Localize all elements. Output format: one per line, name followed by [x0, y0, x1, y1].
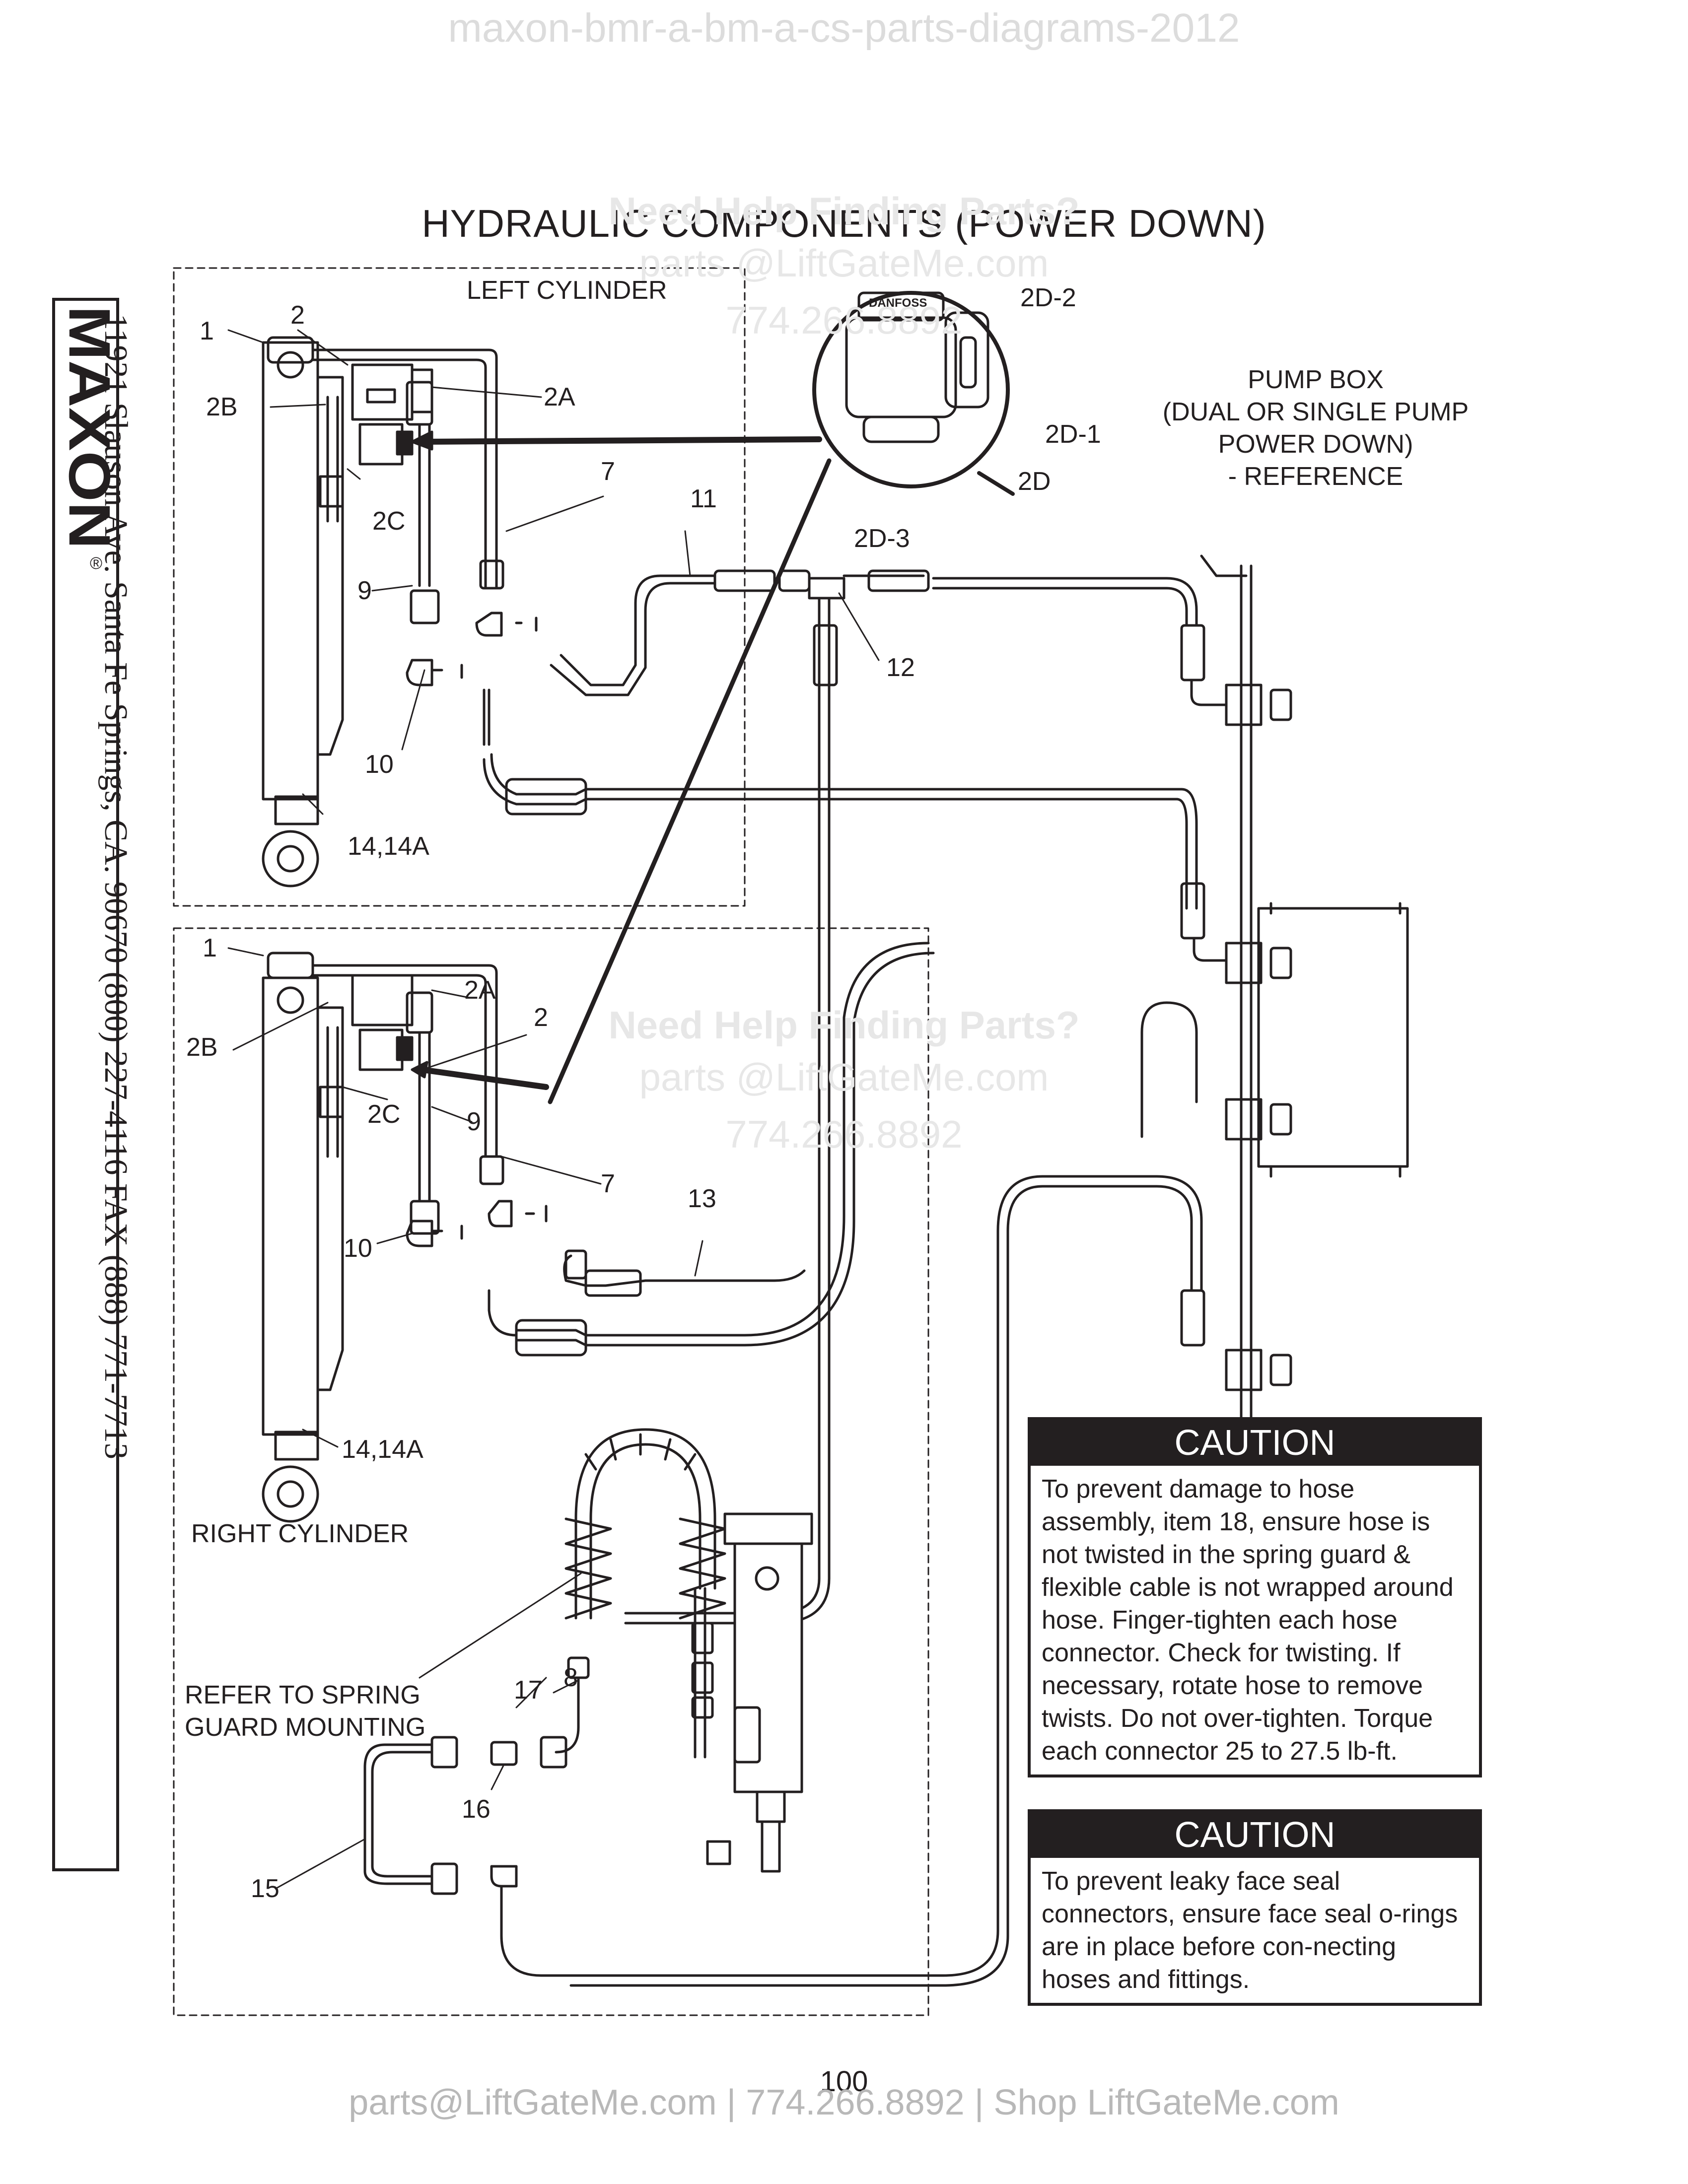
watermark-email-2: parts @LiftGateMe.com: [639, 1055, 1049, 1099]
hose-11-and-tee: [550, 569, 1228, 1580]
watermark-email: parts @LiftGateMe.com: [639, 241, 1049, 285]
callout-10-right: 10: [344, 1234, 372, 1263]
callout-2d-3: 2D-3: [854, 524, 910, 553]
right-hoses: [488, 942, 1205, 1987]
caution-heading-2: CAUTION: [1031, 1812, 1479, 1858]
left-cylinder-label: LEFT CYLINDER: [467, 276, 667, 305]
callout-1-left: 1: [200, 317, 214, 345]
header-watermark: maxon-bmr-a-bm-a-cs-parts-diagrams-2012: [448, 5, 1240, 51]
callout-2a-right: 2A: [464, 976, 496, 1005]
left-valve-assembly: [267, 336, 538, 746]
valve-brand-label: DANFOSS: [869, 296, 927, 310]
svg-text:MAXON: MAXON: [57, 306, 115, 549]
pump-box-label-2: (DUAL OR SINGLE PUMP: [1162, 398, 1469, 426]
valve-detail: [411, 291, 1015, 1104]
callout-15: 15: [251, 1874, 280, 1903]
right-cylinder-label: RIGHT CYLINDER: [191, 1519, 409, 1548]
right-cylinder-box: [173, 927, 929, 2016]
pump-box-label-3: POWER DOWN): [1218, 430, 1413, 459]
callout-2b-left: 2B: [206, 393, 238, 421]
caution-box-seal: CAUTION To prevent leaky face seal conne…: [1028, 1809, 1482, 2006]
caution-box-hose: CAUTION To prevent damage to hose assemb…: [1028, 1417, 1482, 1777]
pump-box: [1200, 554, 1409, 1431]
watermark-help-2: Need Help Finding Parts?: [608, 1003, 1080, 1047]
callout-2d-2: 2D-2: [1020, 283, 1076, 312]
callout-13: 13: [688, 1184, 716, 1213]
caution-text: To prevent damage to hose assembly, item…: [1042, 1475, 1454, 1766]
right-valve-assembly: [267, 952, 806, 1297]
page-number: 100: [820, 2065, 868, 2098]
callout-11: 11: [690, 484, 717, 513]
callout-17: 17: [514, 1676, 543, 1705]
callout-9-left: 9: [357, 576, 372, 605]
callout-2a-left: 2A: [544, 383, 575, 411]
callout-14-right: 14,14A: [342, 1435, 423, 1464]
group-boxes: [173, 267, 929, 2016]
callout-8: 8: [563, 1663, 578, 1692]
leader-lines: [227, 329, 880, 1890]
callout-12: 12: [886, 653, 915, 682]
callout-9-right: 9: [467, 1107, 481, 1136]
pump-box-label: PUMP BOX: [1248, 365, 1384, 394]
caution-heading: CAUTION: [1031, 1420, 1479, 1466]
callout-2b-right: 2B: [186, 1033, 218, 1062]
callout-16: 16: [462, 1795, 491, 1824]
watermark-help: Need Help Finding Parts?: [608, 189, 1080, 233]
callout-14-left: 14,14A: [348, 832, 429, 861]
company-address: 11921 Slauson Ave. Santa Fe Springs, CA.…: [98, 313, 134, 1460]
callout-10-left: 10: [365, 750, 394, 779]
registered-mark: ®: [90, 554, 103, 573]
maxon-logo: MAXON: [57, 306, 115, 549]
callout-7-left: 7: [601, 457, 615, 486]
callout-2d: 2D: [1018, 467, 1051, 496]
caution-text-2: To prevent leaky face seal connectors, e…: [1042, 1867, 1458, 1994]
left-cylinder-box: [173, 267, 746, 907]
spring-guard-label: REFER TO SPRING: [185, 1681, 421, 1709]
callout-2-right: 2: [534, 1003, 548, 1032]
spring-guard-label-2: GUARD MOUNTING: [185, 1713, 426, 1742]
page-title: HYDRAULIC COMPONENTS (POWER DOWN): [422, 202, 1266, 245]
callout-2c-left: 2C: [372, 507, 406, 536]
left-cylinder: [262, 341, 344, 887]
callout-2d-1: 2D-1: [1045, 420, 1101, 449]
callout-7-right: 7: [601, 1169, 615, 1198]
watermark-phone-2: 774.266.8892: [725, 1112, 963, 1156]
watermark-phone: 774.266.8892: [725, 298, 963, 342]
right-cylinder: [262, 976, 344, 1523]
spring-guard: [363, 1428, 813, 1977]
callout-2-left: 2: [290, 301, 305, 330]
company-sidebar: MAXON ® 11921 Slauson Ave. Santa Fe Spri…: [52, 298, 134, 1871]
callout-1-right: 1: [203, 934, 217, 962]
callout-2c-right: 2C: [367, 1100, 401, 1129]
pump-box-label-4: - REFERENCE: [1228, 462, 1404, 491]
left-lower-hose: [483, 753, 1228, 962]
footer-contact-link[interactable]: parts@LiftGateMe.com | 774.266.8892 | Sh…: [349, 2083, 1339, 2122]
